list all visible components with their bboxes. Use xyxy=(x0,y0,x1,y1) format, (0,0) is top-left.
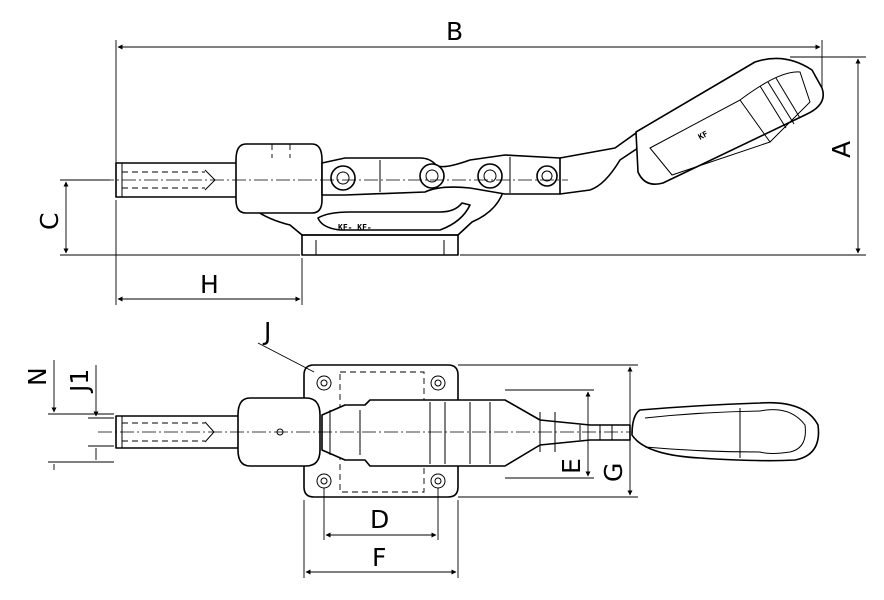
dim-label-j: J xyxy=(262,317,271,346)
guide-bushing xyxy=(235,143,323,214)
top-linkage xyxy=(321,399,631,467)
top-view-dimensions: J N J1 D F E G xyxy=(23,317,638,578)
handle-grip xyxy=(635,57,824,185)
top-handle-grip xyxy=(631,401,820,462)
body-marking: KF- KF- xyxy=(338,223,372,232)
handle-marking: KF xyxy=(697,129,710,142)
dim-label-a: A xyxy=(827,141,856,158)
base-plate xyxy=(301,234,459,256)
top-view xyxy=(98,364,820,498)
handle-lever xyxy=(559,127,651,195)
dim-label-b: B xyxy=(446,17,463,46)
dim-label-e: E xyxy=(557,458,586,474)
dim-label-g: G xyxy=(599,463,628,482)
side-view: KF- KF- KF xyxy=(100,57,824,256)
dim-label-f: F xyxy=(372,543,386,572)
dim-label-c: C xyxy=(35,213,64,230)
dim-label-n: N xyxy=(23,367,52,386)
top-base-plate xyxy=(303,364,459,498)
dim-label-h: H xyxy=(200,270,219,299)
side-view-dimensions: B A C H xyxy=(35,17,866,305)
dim-label-j1: J1 xyxy=(65,369,94,394)
dim-label-d: D xyxy=(370,505,389,534)
pivot-pins xyxy=(330,163,558,191)
